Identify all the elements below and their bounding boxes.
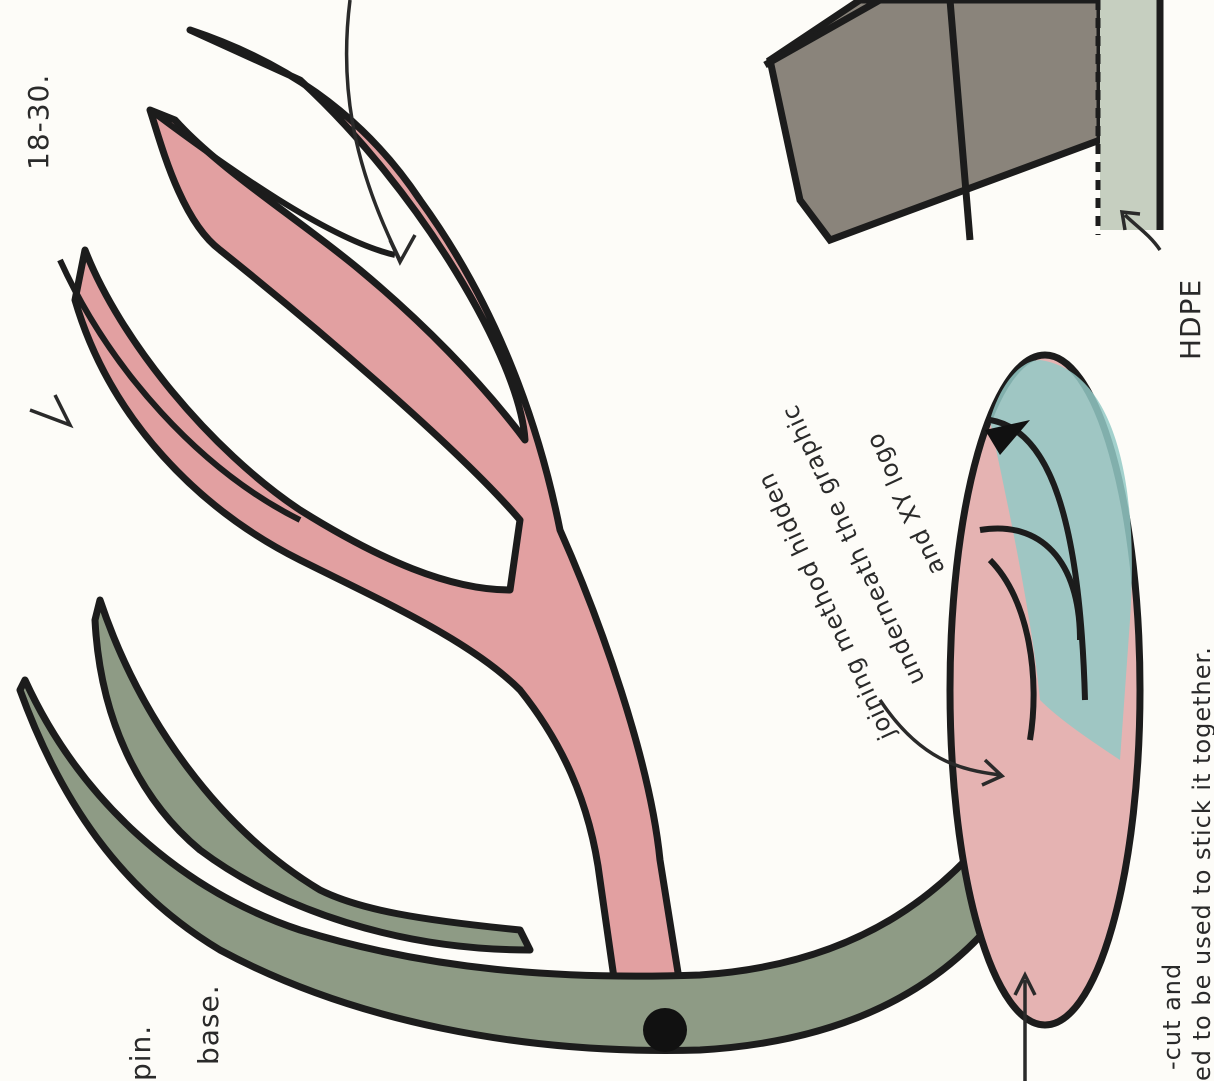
rivet-dot (643, 1008, 687, 1052)
xy-badge (950, 355, 1140, 1025)
antler-shape (60, 30, 680, 985)
hdpe-label: HDPE (1174, 279, 1207, 360)
light-green-swatch (1100, 0, 1160, 230)
bottom-note-line-1: -cut and (1158, 963, 1186, 1070)
material-swatches (765, 0, 1160, 240)
bottom-note-line-2: ed to be used to stick it together. (1188, 646, 1214, 1081)
base-label: base. (192, 984, 225, 1065)
antler-body (75, 30, 680, 985)
range-label: 18-30. (22, 74, 55, 170)
left-arrow (30, 395, 70, 425)
bottom-arrow (1015, 975, 1035, 1081)
pin-label: pin. (124, 1025, 157, 1081)
